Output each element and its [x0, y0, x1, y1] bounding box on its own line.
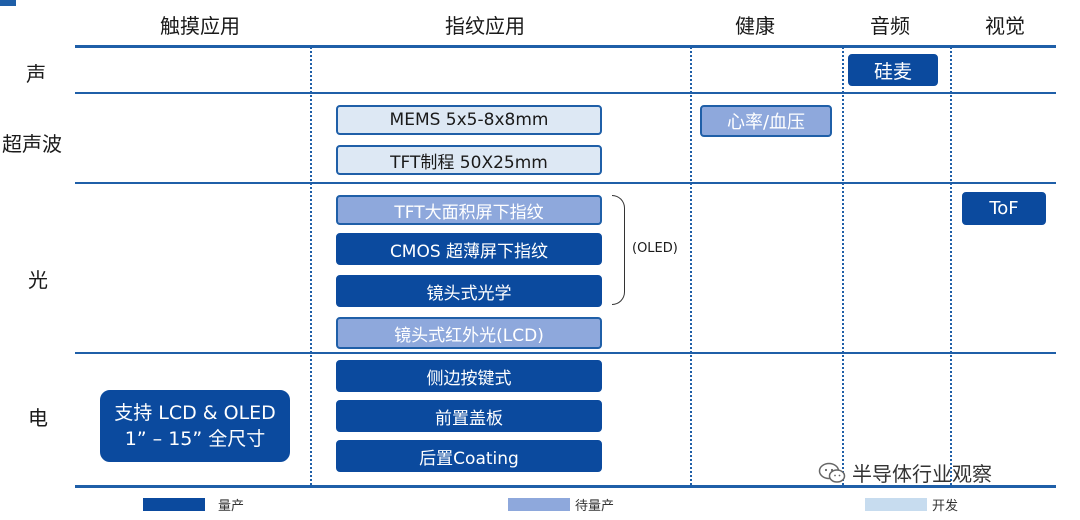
- wechat-icon: [818, 462, 846, 483]
- row-line-3: [75, 352, 1056, 354]
- cell-cmos-thin: CMOS 超薄屏下指纹: [336, 233, 602, 265]
- row-header-ultrasound: 超声波: [2, 132, 62, 156]
- cell-lens-ir: 镜头式红外光(LCD): [336, 317, 602, 349]
- cell-tft-large: TFT大面积屏下指纹: [336, 195, 602, 225]
- legend-label-pending: 待量产: [575, 499, 615, 514]
- col-divider-2: [690, 47, 692, 485]
- legend-swatch-mass: [143, 498, 205, 511]
- row-line-2: [75, 182, 1056, 184]
- cell-lens-optical: 镜头式光学: [336, 275, 602, 307]
- col-header-health: 健康: [735, 14, 775, 38]
- col-header-fingerprint: 指纹应用: [445, 14, 525, 38]
- legend-label-mass: 量产: [218, 499, 245, 514]
- col-divider-1: [310, 47, 312, 485]
- row-header-sound: 声: [26, 62, 46, 86]
- row-header-light: 光: [28, 268, 48, 292]
- col-header-vision: 视觉: [985, 14, 1025, 38]
- oled-brace: [612, 195, 625, 305]
- cell-silicon-mic: 硅麦: [848, 54, 938, 86]
- cell-heart-rate: 心率/血压: [700, 105, 832, 137]
- cell-rear-coating: 后置Coating: [336, 440, 602, 472]
- legend-label-dev: 开发: [932, 499, 959, 514]
- row-header-electric: 电: [28, 406, 48, 430]
- cell-tof: ToF: [962, 192, 1046, 225]
- col-divider-4: [950, 47, 952, 485]
- watermark-text: 半导体行业观察: [852, 462, 992, 486]
- corner-accent: [0, 0, 16, 6]
- row-line-1: [75, 92, 1056, 94]
- cell-front-cover: 前置盖板: [336, 400, 602, 432]
- row-line-bottom: [75, 485, 1056, 488]
- cell-tft-process: TFT制程 50X25mm: [336, 145, 602, 175]
- cell-support-sizes: 支持 LCD & OLED 1” – 15” 全尺寸: [100, 390, 290, 462]
- legend-swatch-dev: [865, 498, 927, 511]
- oled-note: (OLED): [632, 241, 678, 256]
- col-divider-3: [842, 47, 844, 485]
- support-line-1: 支持 LCD & OLED: [114, 402, 276, 424]
- cell-mems: MEMS 5x5-8x8mm: [336, 105, 602, 135]
- row-line-top: [75, 45, 1056, 48]
- cell-side-key: 侧边按键式: [336, 360, 602, 392]
- support-line-2: 1” – 15” 全尺寸: [124, 428, 266, 450]
- col-header-audio: 音频: [870, 14, 910, 38]
- watermark: 半导体行业观察: [818, 458, 992, 487]
- legend-swatch-pending: [508, 498, 570, 511]
- col-header-touch: 触摸应用: [160, 14, 240, 38]
